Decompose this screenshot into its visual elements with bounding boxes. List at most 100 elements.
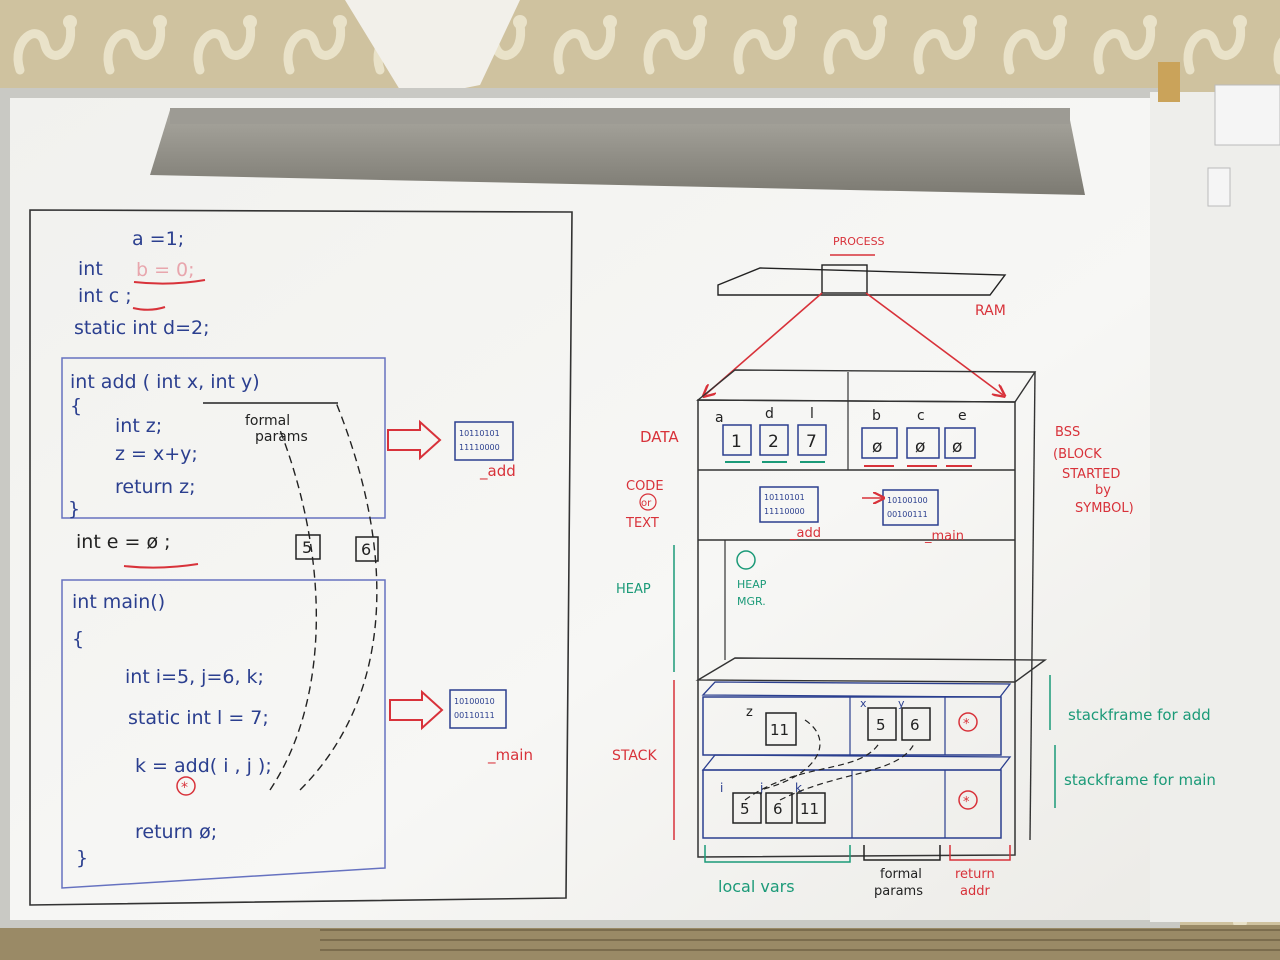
frame-main-j-value: 6 bbox=[773, 800, 783, 818]
bss-label-5: SYMBOL) bbox=[1075, 501, 1134, 516]
code-panel: a =1; int int c ; static int d=2; b = 0;… bbox=[29, 209, 573, 906]
formal-params-bottom-1: formal bbox=[880, 867, 922, 882]
boxed-5-text: 5 bbox=[302, 538, 312, 557]
bss-var-b-value: ø bbox=[872, 437, 882, 457]
call-star-circle bbox=[176, 776, 196, 796]
call-star: * bbox=[181, 780, 188, 796]
binary-add-line-2: 11110000 bbox=[459, 443, 500, 452]
boxed-6-text: 6 bbox=[361, 540, 371, 559]
text-add-bin-1: 10110101 bbox=[764, 493, 805, 502]
text-main-box bbox=[882, 489, 939, 526]
data-var-d-value: 2 bbox=[768, 432, 779, 452]
heap-mgr-label-1: HEAP bbox=[737, 578, 767, 591]
frame-add-y-label: y bbox=[898, 697, 905, 710]
stackframe-add-label: stackframe for add bbox=[1068, 706, 1211, 724]
add-function-box bbox=[61, 357, 386, 519]
text-main-bin-2: 00100111 bbox=[887, 510, 928, 519]
add-line-3: return z; bbox=[115, 476, 196, 498]
bss-label-2: (BLOCK bbox=[1053, 447, 1102, 462]
return-addr-1: return bbox=[955, 867, 995, 882]
frame-main-j-label: j bbox=[759, 781, 763, 795]
global-d: static int d=2; bbox=[74, 317, 210, 339]
bss-label-4: by bbox=[1095, 483, 1111, 498]
main-line-2: static int l = 7; bbox=[128, 707, 269, 729]
data-label: DATA bbox=[640, 428, 679, 446]
code-label: CODE bbox=[626, 479, 664, 494]
whiteboard-right bbox=[1150, 92, 1280, 922]
wall-plug bbox=[1207, 167, 1231, 207]
binary-add-label: _add bbox=[479, 462, 516, 481]
add-close-brace: } bbox=[68, 498, 80, 520]
stackframe-add: z 11 x y 5 6 * bbox=[701, 681, 1012, 756]
frame-main-ret: * bbox=[963, 795, 970, 810]
data-var-d-name: d bbox=[765, 406, 774, 422]
stack-label: STACK bbox=[612, 748, 657, 764]
main-function-box bbox=[61, 579, 386, 889]
light-fixture bbox=[150, 110, 1085, 195]
frame-add-x-label: x bbox=[860, 697, 867, 710]
heap-mgr-label-2: MGR. bbox=[737, 595, 766, 608]
return-addr-2: addr bbox=[960, 884, 990, 899]
compile-arrow-add bbox=[387, 419, 442, 461]
local-vars-label: local vars bbox=[718, 877, 795, 896]
binary-main-label: _main bbox=[487, 746, 533, 765]
bss-var-c-value: ø bbox=[915, 437, 925, 457]
text-add-bin-2: 11110000 bbox=[764, 507, 805, 516]
text-main-bin-1: 10100100 bbox=[887, 496, 928, 505]
data-vars: a d l 1 2 7 bbox=[715, 406, 827, 463]
bss-label-3: STARTED bbox=[1062, 467, 1120, 482]
memory-diagram: PROCESS RAM DATA CODE or TEXT HEAP STACK… bbox=[612, 235, 1216, 899]
wooden-block bbox=[1158, 62, 1180, 102]
binary-add-line-1: 10110101 bbox=[459, 429, 500, 438]
frame-add-x-value: 5 bbox=[876, 716, 886, 734]
wall-device bbox=[1214, 84, 1280, 146]
binary-main-line-2: 00110111 bbox=[454, 711, 495, 720]
frame-main-k-value: 11 bbox=[800, 800, 819, 818]
ceiling-panel bbox=[345, 0, 520, 95]
data-var-l-name: l bbox=[810, 406, 814, 422]
main-line-3: k = add( i , j ); bbox=[135, 755, 272, 777]
binary-add-box bbox=[454, 421, 514, 461]
main-line-4: return ø; bbox=[135, 821, 217, 843]
compile-arrow-main bbox=[389, 689, 444, 731]
frame-add-z-label: z bbox=[746, 705, 753, 720]
light-fixture-top bbox=[170, 108, 1070, 124]
bss-var-e-value: ø bbox=[952, 437, 962, 457]
frame-main-k-label: k bbox=[795, 781, 802, 795]
boxed-6 bbox=[355, 536, 379, 562]
main-close-brace: } bbox=[76, 847, 88, 869]
frame-add-y-value: 6 bbox=[910, 716, 920, 734]
stackframe-main-label: stackframe for main bbox=[1064, 771, 1216, 789]
formal-params-label-2: params bbox=[255, 429, 308, 445]
boxed-5 bbox=[295, 534, 321, 560]
bss-vars: b c e ø ø ø bbox=[861, 408, 976, 467]
data-var-a-name: a bbox=[715, 410, 724, 426]
global-e: int e = ø ; bbox=[76, 531, 171, 553]
text-main-label: _main bbox=[924, 529, 964, 544]
code-or-label: or bbox=[641, 498, 652, 509]
whiteboard bbox=[10, 98, 1170, 920]
heap-label: HEAP bbox=[616, 582, 651, 597]
main-signature: int main() bbox=[72, 591, 165, 613]
text-add-box bbox=[759, 486, 819, 523]
text-add-label: _add bbox=[789, 526, 821, 541]
bss-var-b-name: b bbox=[872, 408, 881, 424]
frame-main-i-value: 5 bbox=[740, 800, 750, 818]
bss-label-1: BSS bbox=[1055, 425, 1080, 440]
frame-add-z-value: 11 bbox=[770, 721, 789, 739]
process-block bbox=[821, 264, 868, 294]
process-label: PROCESS bbox=[833, 235, 885, 248]
bss-var-e-name: e bbox=[958, 408, 967, 424]
binary-main-line-1: 10100010 bbox=[454, 697, 495, 706]
ram-bar bbox=[717, 267, 1007, 296]
frame-add-ret: * bbox=[963, 717, 970, 732]
global-a: a =1; bbox=[132, 228, 184, 250]
add-line-1: int z; bbox=[115, 415, 162, 437]
add-line-2: z = x+y; bbox=[115, 443, 198, 465]
formal-params-bottom-2: params bbox=[874, 884, 923, 899]
bss-var-c-name: c bbox=[917, 408, 925, 424]
text-label: TEXT bbox=[625, 516, 659, 531]
ram-label: RAM bbox=[975, 303, 1006, 319]
add-signature: int add ( int x, int y) bbox=[70, 371, 260, 393]
